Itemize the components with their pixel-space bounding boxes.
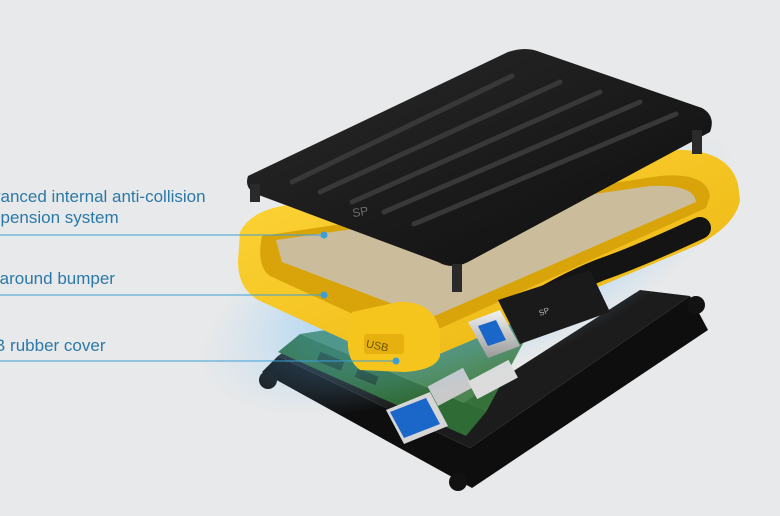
callout-lines [0, 231, 400, 365]
usb-port [386, 392, 448, 444]
usb-cable: SP [468, 217, 711, 358]
callout-collision-line1: vanced internal anti-collision [0, 187, 206, 206]
callout-collision-system: vanced internal anti-collision spension … [0, 186, 206, 228]
usb-rubber-cover: USB [347, 301, 440, 372]
callout-bumper: -around bumper [0, 269, 115, 288]
usb-label: USB [365, 338, 390, 354]
cable-brand-mark: SP [538, 306, 551, 318]
callout-rubber-cover: B rubber cover [0, 336, 106, 355]
callout-collision-line2: spension system [0, 208, 119, 227]
top-lid: SP [247, 49, 712, 292]
lid-brand-mark: SP [351, 204, 369, 221]
